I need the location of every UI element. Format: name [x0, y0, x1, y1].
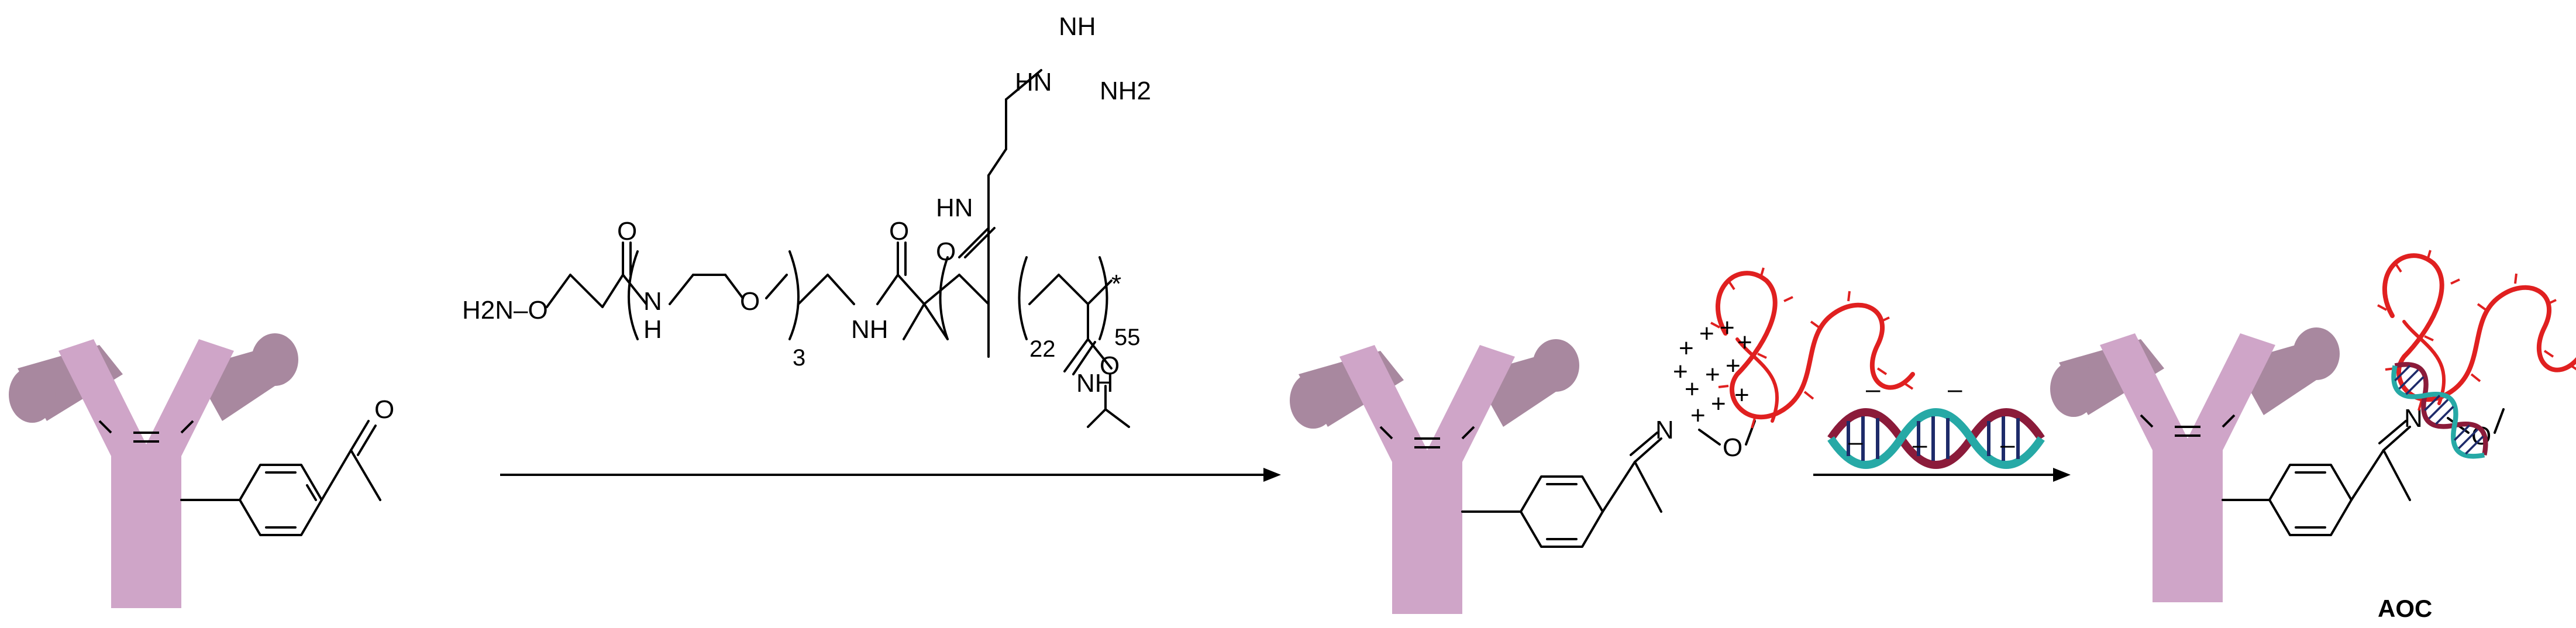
svg-text:+: + — [1705, 360, 1720, 389]
svg-text:–: – — [1848, 427, 1863, 456]
guanidine-hn: HN — [1015, 68, 1052, 96]
peg-carbonyl-o: O — [617, 217, 637, 246]
ketone-oxygen: O — [374, 395, 394, 424]
svg-text:+: + — [1734, 381, 1750, 409]
repeat-peg: 3 — [793, 345, 805, 371]
svg-text:+: + — [1737, 328, 1752, 357]
polymer-dna-complex — [2378, 250, 2576, 410]
amide-o: O — [889, 217, 909, 246]
oxime-linker-1 — [1461, 420, 1756, 548]
acetylphenyl-start — [180, 420, 381, 536]
guanidine-nh2: NH2 — [1100, 77, 1151, 105]
reaction-arrow-1 — [500, 468, 1281, 482]
svg-text:–: – — [1948, 375, 1962, 403]
repeat-block2: 55 — [1114, 325, 1141, 350]
repeat-block1: 22 — [1029, 336, 1056, 362]
negative-charges: – – – – – — [1848, 375, 2015, 459]
svg-text:–: – — [2000, 430, 2015, 459]
reagent-structure: H2N–O — [462, 12, 1151, 428]
svg-text:+: + — [1726, 351, 1741, 380]
side-chain-o: O — [936, 237, 956, 266]
antibody-start — [8, 332, 299, 609]
oxime-n-1: N — [1655, 416, 1674, 444]
svg-text:–: – — [1866, 375, 1881, 403]
aoc-label: AOC — [2378, 595, 2432, 622]
svg-text:+: + — [1673, 357, 1688, 386]
guanidine-nh-top: NH — [1059, 12, 1096, 41]
peg-n: N — [643, 287, 662, 316]
svg-text:+: + — [1720, 313, 1735, 342]
peg-nh-h: H — [643, 315, 662, 344]
svg-text:–: – — [1913, 430, 1927, 459]
svg-text:+: + — [1679, 334, 1694, 363]
aminooxy-group: H2N–O — [462, 296, 548, 325]
positive-charges: + + + + + + + + + + + — [1673, 313, 1752, 430]
svg-text:+: + — [1699, 319, 1714, 348]
isopropyl-amide-nh: NH — [1076, 369, 1114, 398]
svg-text:+: + — [1690, 401, 1706, 430]
peg-o: O — [740, 287, 760, 316]
polymer-terminus: * — [1111, 270, 1121, 298]
svg-text:+: + — [1711, 389, 1726, 418]
isopropyl-amide-o: O — [1100, 351, 1120, 380]
oxime-o-1: O — [1723, 433, 1742, 462]
propyl-amide-hn: HN — [936, 194, 973, 222]
amide-nh: NH — [851, 315, 888, 344]
reaction-arrow-2 — [1813, 468, 2071, 482]
oxime-linker-2 — [2222, 408, 2505, 536]
antibody-intermediate — [1289, 338, 1580, 615]
svg-text:+: + — [1685, 375, 1700, 403]
